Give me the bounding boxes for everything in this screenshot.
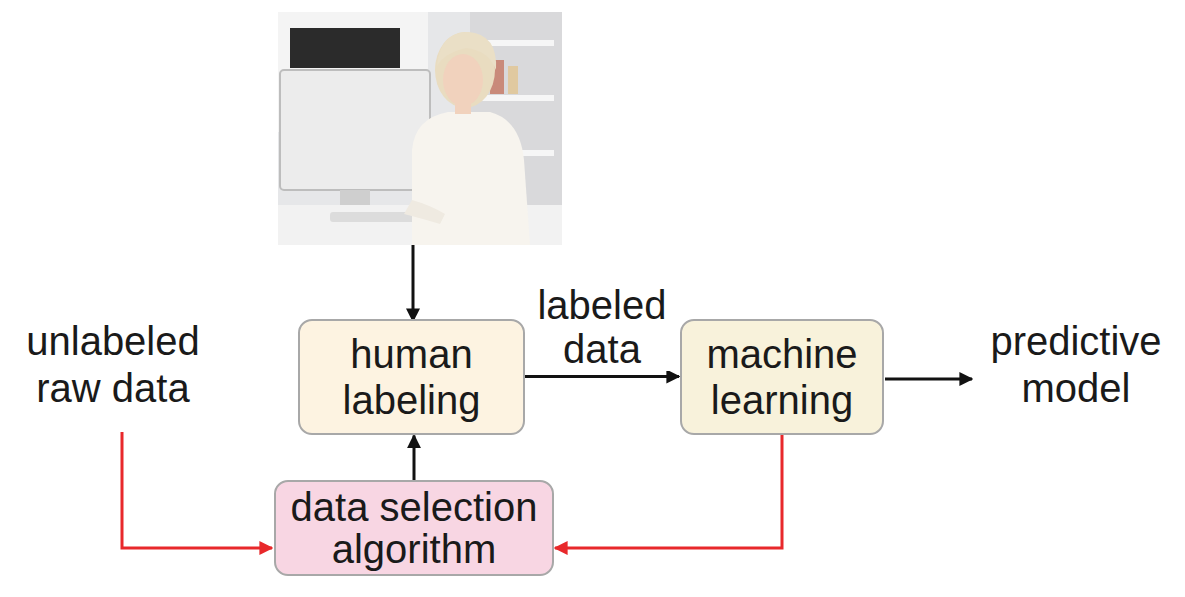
box-text: data selection algorithm <box>283 486 545 570</box>
box-text: human labeling <box>317 331 507 423</box>
free-label: predictive model <box>978 318 1174 412</box>
office-photo <box>278 12 562 245</box>
edge-label: labeled data <box>532 283 672 371</box>
process-box: machine learning <box>680 319 884 435</box>
box-text: machine learning <box>697 331 867 423</box>
output-arrow <box>885 378 972 381</box>
process-box: human labeling <box>298 319 525 435</box>
flow-arrow <box>525 375 679 378</box>
flow-arrow <box>555 435 782 549</box>
input-arrow <box>122 432 272 548</box>
flow-arrow <box>413 436 416 481</box>
process-box: data selection algorithm <box>274 480 554 576</box>
photo-arrow <box>412 245 415 321</box>
free-label: unlabeled raw data <box>18 318 208 412</box>
